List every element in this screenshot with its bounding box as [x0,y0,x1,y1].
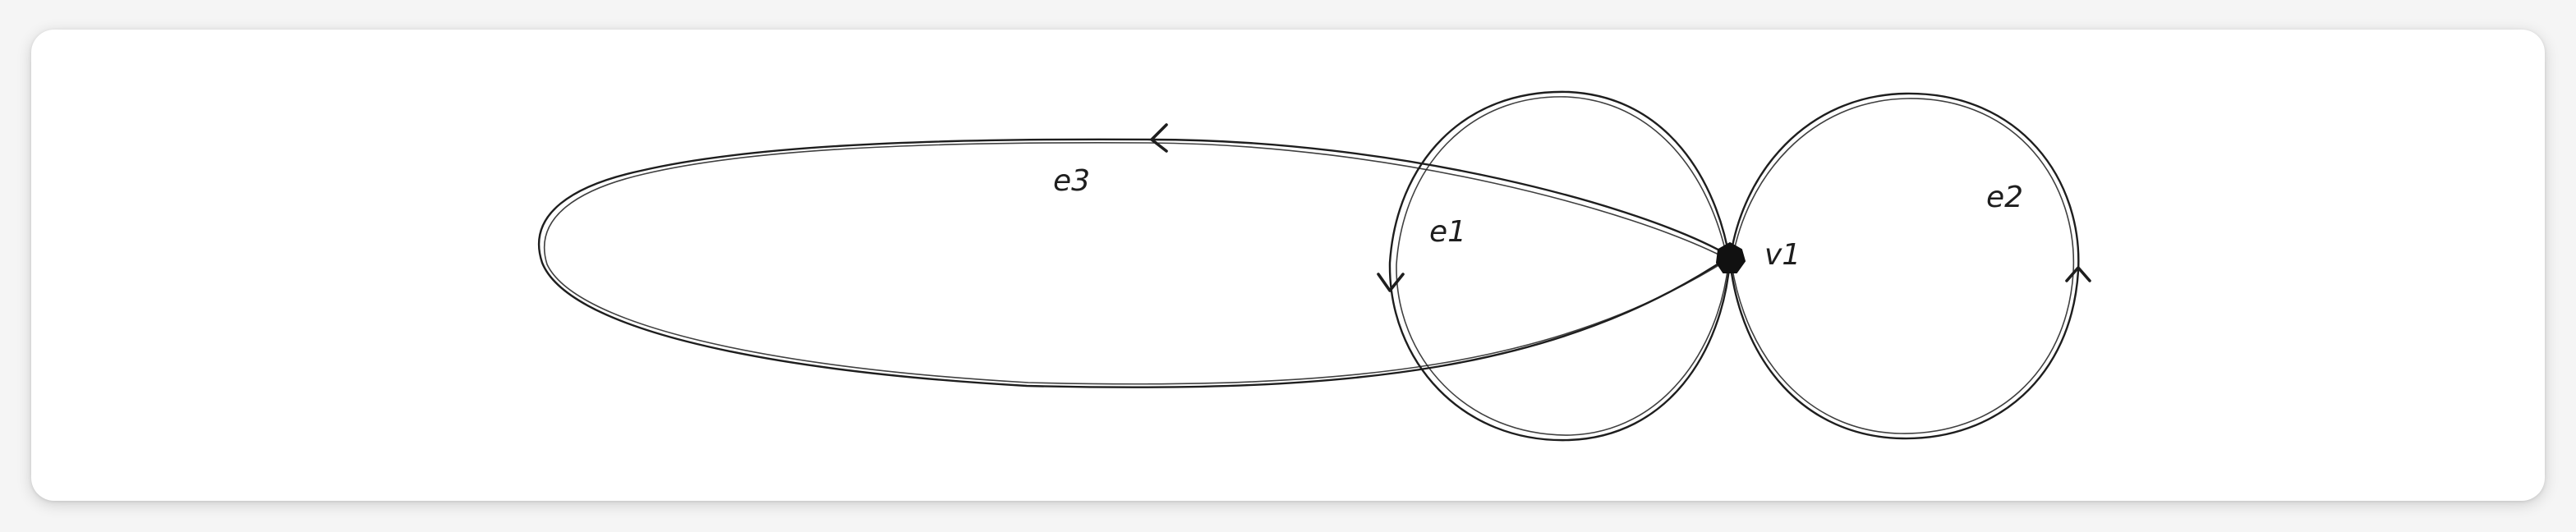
edge-e2-arrowhead [2065,266,2091,282]
edge-e2-label: e2 [1986,181,2023,214]
edge-e1-arrowhead [1377,273,1405,292]
edge-e1[interactable] [1388,90,1732,442]
vertex-v1-label: v1 [1764,238,1801,272]
edge-e1-label: e1 [1429,215,1466,249]
edge-e3-label: e3 [1053,164,1090,198]
edge-e3-arrowhead [1150,123,1168,153]
diagram-canvas [31,30,2545,501]
vertex-v1[interactable] [1715,241,1746,273]
edge-e3[interactable] [537,138,1732,388]
